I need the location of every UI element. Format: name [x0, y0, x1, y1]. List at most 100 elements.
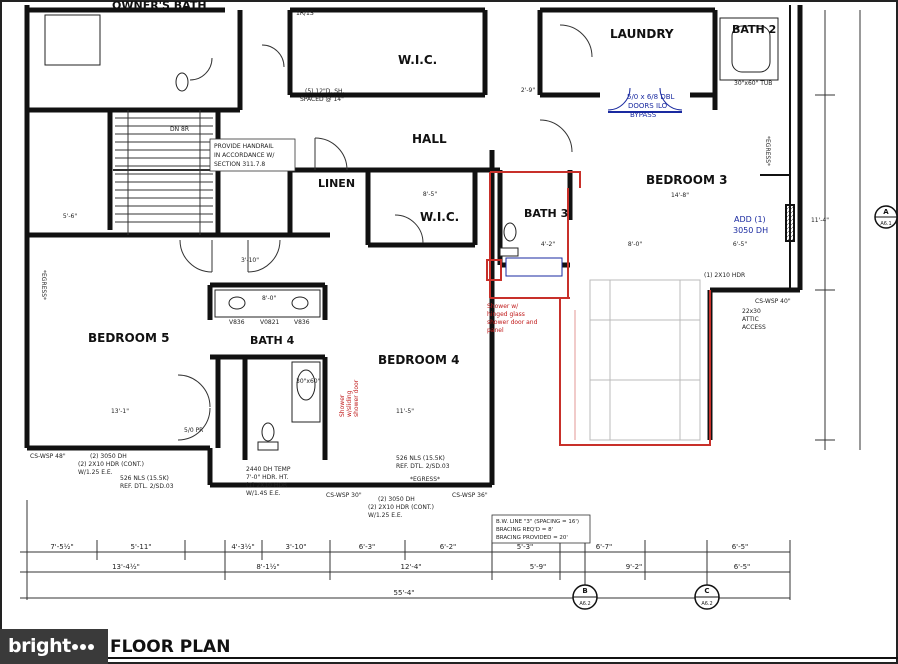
- svg-text:7'-0" HDR. HT.: 7'-0" HDR. HT.: [246, 474, 288, 481]
- svg-text:6'-5": 6'-5": [733, 241, 747, 248]
- svg-text:W/1.25 E.E.: W/1.25 E.E.: [78, 469, 113, 476]
- svg-text:2'-9": 2'-9": [521, 87, 535, 94]
- svg-text:7'-5½": 7'-5½": [50, 543, 73, 551]
- room-bath3: BATH 3: [524, 207, 568, 220]
- svg-text:IN ACCORDANCE W/: IN ACCORDANCE W/: [214, 152, 275, 159]
- svg-text:8'-1½": 8'-1½": [256, 563, 279, 571]
- rs-label: 1R/1S: [296, 10, 314, 17]
- vanity-width-label: 8'-0": [262, 295, 276, 302]
- door-swings: [177, 24, 683, 441]
- stair-treads: [113, 110, 215, 235]
- svg-text:W/1.25 E.E.: W/1.25 E.E.: [368, 512, 403, 519]
- svg-text:DOORS ILO: DOORS ILO: [628, 102, 668, 110]
- bracing-note: B.W. LINE "3" (SPACING = 16') BRACING RE…: [491, 514, 591, 544]
- grid-marker-b: B A6.2: [572, 584, 598, 610]
- svg-text:8'-0": 8'-0": [628, 241, 642, 248]
- room-wic-mid: W.I.C.: [420, 210, 459, 224]
- svg-text:*EGRESS*: *EGRESS*: [410, 476, 440, 483]
- tub-size-label: 30"x60": [296, 378, 321, 385]
- svg-text:(2) 3050 DH: (2) 3050 DH: [90, 453, 127, 460]
- bath3-header-note: (1) 2X10 HDR: [704, 272, 745, 279]
- dimension-row-2: 13'-4½" 8'-1½" 12'-4" 5'-9" 9'-2" 6'-5": [112, 563, 750, 571]
- wsp-label-3: CS-WSP 36": [452, 492, 488, 499]
- svg-text:4'-3½": 4'-3½": [231, 543, 254, 551]
- pair-door-label: 5/0 PR: [184, 427, 203, 434]
- grid-marker-c: C A6.2: [694, 584, 720, 610]
- svg-text:B.W. LINE "3" (SPACING = 16'): B.W. LINE "3" (SPACING = 16'): [496, 519, 579, 525]
- wsp-label-4: CS-WSP 40": [755, 298, 791, 305]
- svg-text:11'-4": 11'-4": [811, 217, 829, 224]
- svg-text:5'-11": 5'-11": [130, 543, 151, 551]
- dimension-total: 55'-4": [393, 589, 414, 597]
- bright-logo: bright: [0, 629, 108, 664]
- svg-text:526 NLS (15.5K): 526 NLS (15.5K): [120, 475, 169, 482]
- svg-text:4'-2": 4'-2": [541, 241, 555, 248]
- svg-text:(2) 2X10 HDR (CONT.): (2) 2X10 HDR (CONT.): [78, 461, 144, 468]
- svg-text:REF. DTL. 2/SD.03: REF. DTL. 2/SD.03: [120, 483, 174, 490]
- svg-text:shower door and: shower door and: [487, 319, 538, 326]
- red-markup: [486, 171, 711, 446]
- svg-text:13'-4½": 13'-4½": [112, 563, 140, 571]
- temp-window-note: 2440 DH TEMP 7'-0" HDR. HT. (1) 2X10 HDR…: [246, 466, 291, 497]
- egress-left-label: *EGRESS*: [40, 270, 47, 300]
- svg-text:(1) 2X10 HDR: (1) 2X10 HDR: [246, 482, 287, 489]
- svg-text:5'-3": 5'-3": [517, 543, 534, 551]
- wsp-label-2: CS-WSP 30": [326, 492, 362, 499]
- wsp-label-1: CS-WSP 48": [30, 453, 66, 460]
- dimension-row-1: 7'-5½" 5'-11" 4'-3½" 3'-10" 6'-3" 6'-2" …: [50, 543, 748, 551]
- room-bedroom3: BEDROOM 3: [646, 173, 727, 187]
- room-wic-top: W.I.C.: [398, 53, 437, 67]
- svg-text:8'-5": 8'-5": [423, 191, 437, 198]
- faint-underlay: [589, 279, 701, 441]
- dimension-lines: [20, 10, 861, 600]
- svg-text:BYPASS: BYPASS: [630, 111, 657, 119]
- svg-text:B: B: [582, 587, 587, 595]
- right-wall-detail: [760, 5, 795, 290]
- bath3-shower-note: Shower w/ hinged glass shower door and p…: [487, 303, 538, 334]
- svg-text:14'-8": 14'-8": [671, 192, 689, 199]
- plan-title: FLOOR PLAN: [110, 637, 230, 657]
- vanity-mid-label: V0821: [260, 319, 280, 326]
- bath2-tub-label: 30"x60" TUB: [734, 80, 772, 87]
- svg-text:3'-10": 3'-10": [285, 543, 306, 551]
- svg-text:BRACING REQ'D = 8': BRACING REQ'D = 8': [496, 527, 553, 533]
- room-bath2: BATH 2: [732, 23, 776, 36]
- svg-text:w/sliding: w/sliding: [346, 390, 353, 417]
- svg-text:ACCESS: ACCESS: [742, 324, 766, 331]
- mid-window-note: 526 NLS (15.5K) REF. DTL. 2/SD.03 *EGRES…: [368, 455, 450, 519]
- svg-text:Shower: Shower: [339, 394, 346, 417]
- svg-text:hinged glass: hinged glass: [487, 311, 525, 318]
- svg-text:11'-5": 11'-5": [396, 408, 414, 415]
- svg-text:ATTIC: ATTIC: [742, 316, 759, 323]
- shelves-note-1: (5) 12"D. SH.: [305, 88, 344, 95]
- svg-text:(2) 3050 DH: (2) 3050 DH: [378, 496, 415, 503]
- room-laundry: LAUNDRY: [610, 27, 674, 41]
- svg-text:5/0 x 6/8 DBL: 5/0 x 6/8 DBL: [627, 93, 675, 101]
- laundry-doors-note: 5/0 x 6/8 DBL DOORS ILO BYPASS: [627, 93, 675, 119]
- svg-text:Shower w/: Shower w/: [487, 303, 519, 310]
- svg-text:A6.1: A6.1: [880, 221, 891, 227]
- svg-text:2440 DH TEMP: 2440 DH TEMP: [246, 466, 291, 473]
- add-window-note: ADD (1) 3050 DH: [733, 215, 768, 235]
- vanity-left-label: V836: [229, 319, 245, 326]
- fixtures: [44, 14, 779, 451]
- svg-text:A: A: [883, 208, 889, 216]
- svg-text:A6.2: A6.2: [701, 601, 712, 607]
- svg-text:22x30: 22x30: [742, 308, 761, 315]
- svg-text:6'-5": 6'-5": [732, 543, 749, 551]
- handrail-note: PROVIDE HANDRAIL IN ACCORDANCE W/ SECTIO…: [209, 138, 296, 172]
- egress-right-label: *EGRESS*: [764, 136, 771, 166]
- svg-text:6'-3": 6'-3": [359, 543, 376, 551]
- grid-marker-a: A A6.1: [874, 205, 898, 229]
- room-bedroom4: BEDROOM 4: [378, 353, 459, 367]
- bottom-left-window-note: (2) 3050 DH (2) 2X10 HDR (CONT.) W/1.25 …: [78, 453, 174, 490]
- svg-text:W/1.4S E.E.: W/1.4S E.E.: [246, 490, 281, 497]
- room-bedroom5: BEDROOM 5: [88, 331, 169, 345]
- svg-text:5'-9": 5'-9": [530, 563, 547, 571]
- svg-text:3050 DH: 3050 DH: [733, 226, 768, 235]
- room-bath4: BATH 4: [250, 334, 295, 347]
- svg-text:shower door: shower door: [353, 379, 360, 417]
- svg-text:5'-6": 5'-6": [63, 213, 77, 220]
